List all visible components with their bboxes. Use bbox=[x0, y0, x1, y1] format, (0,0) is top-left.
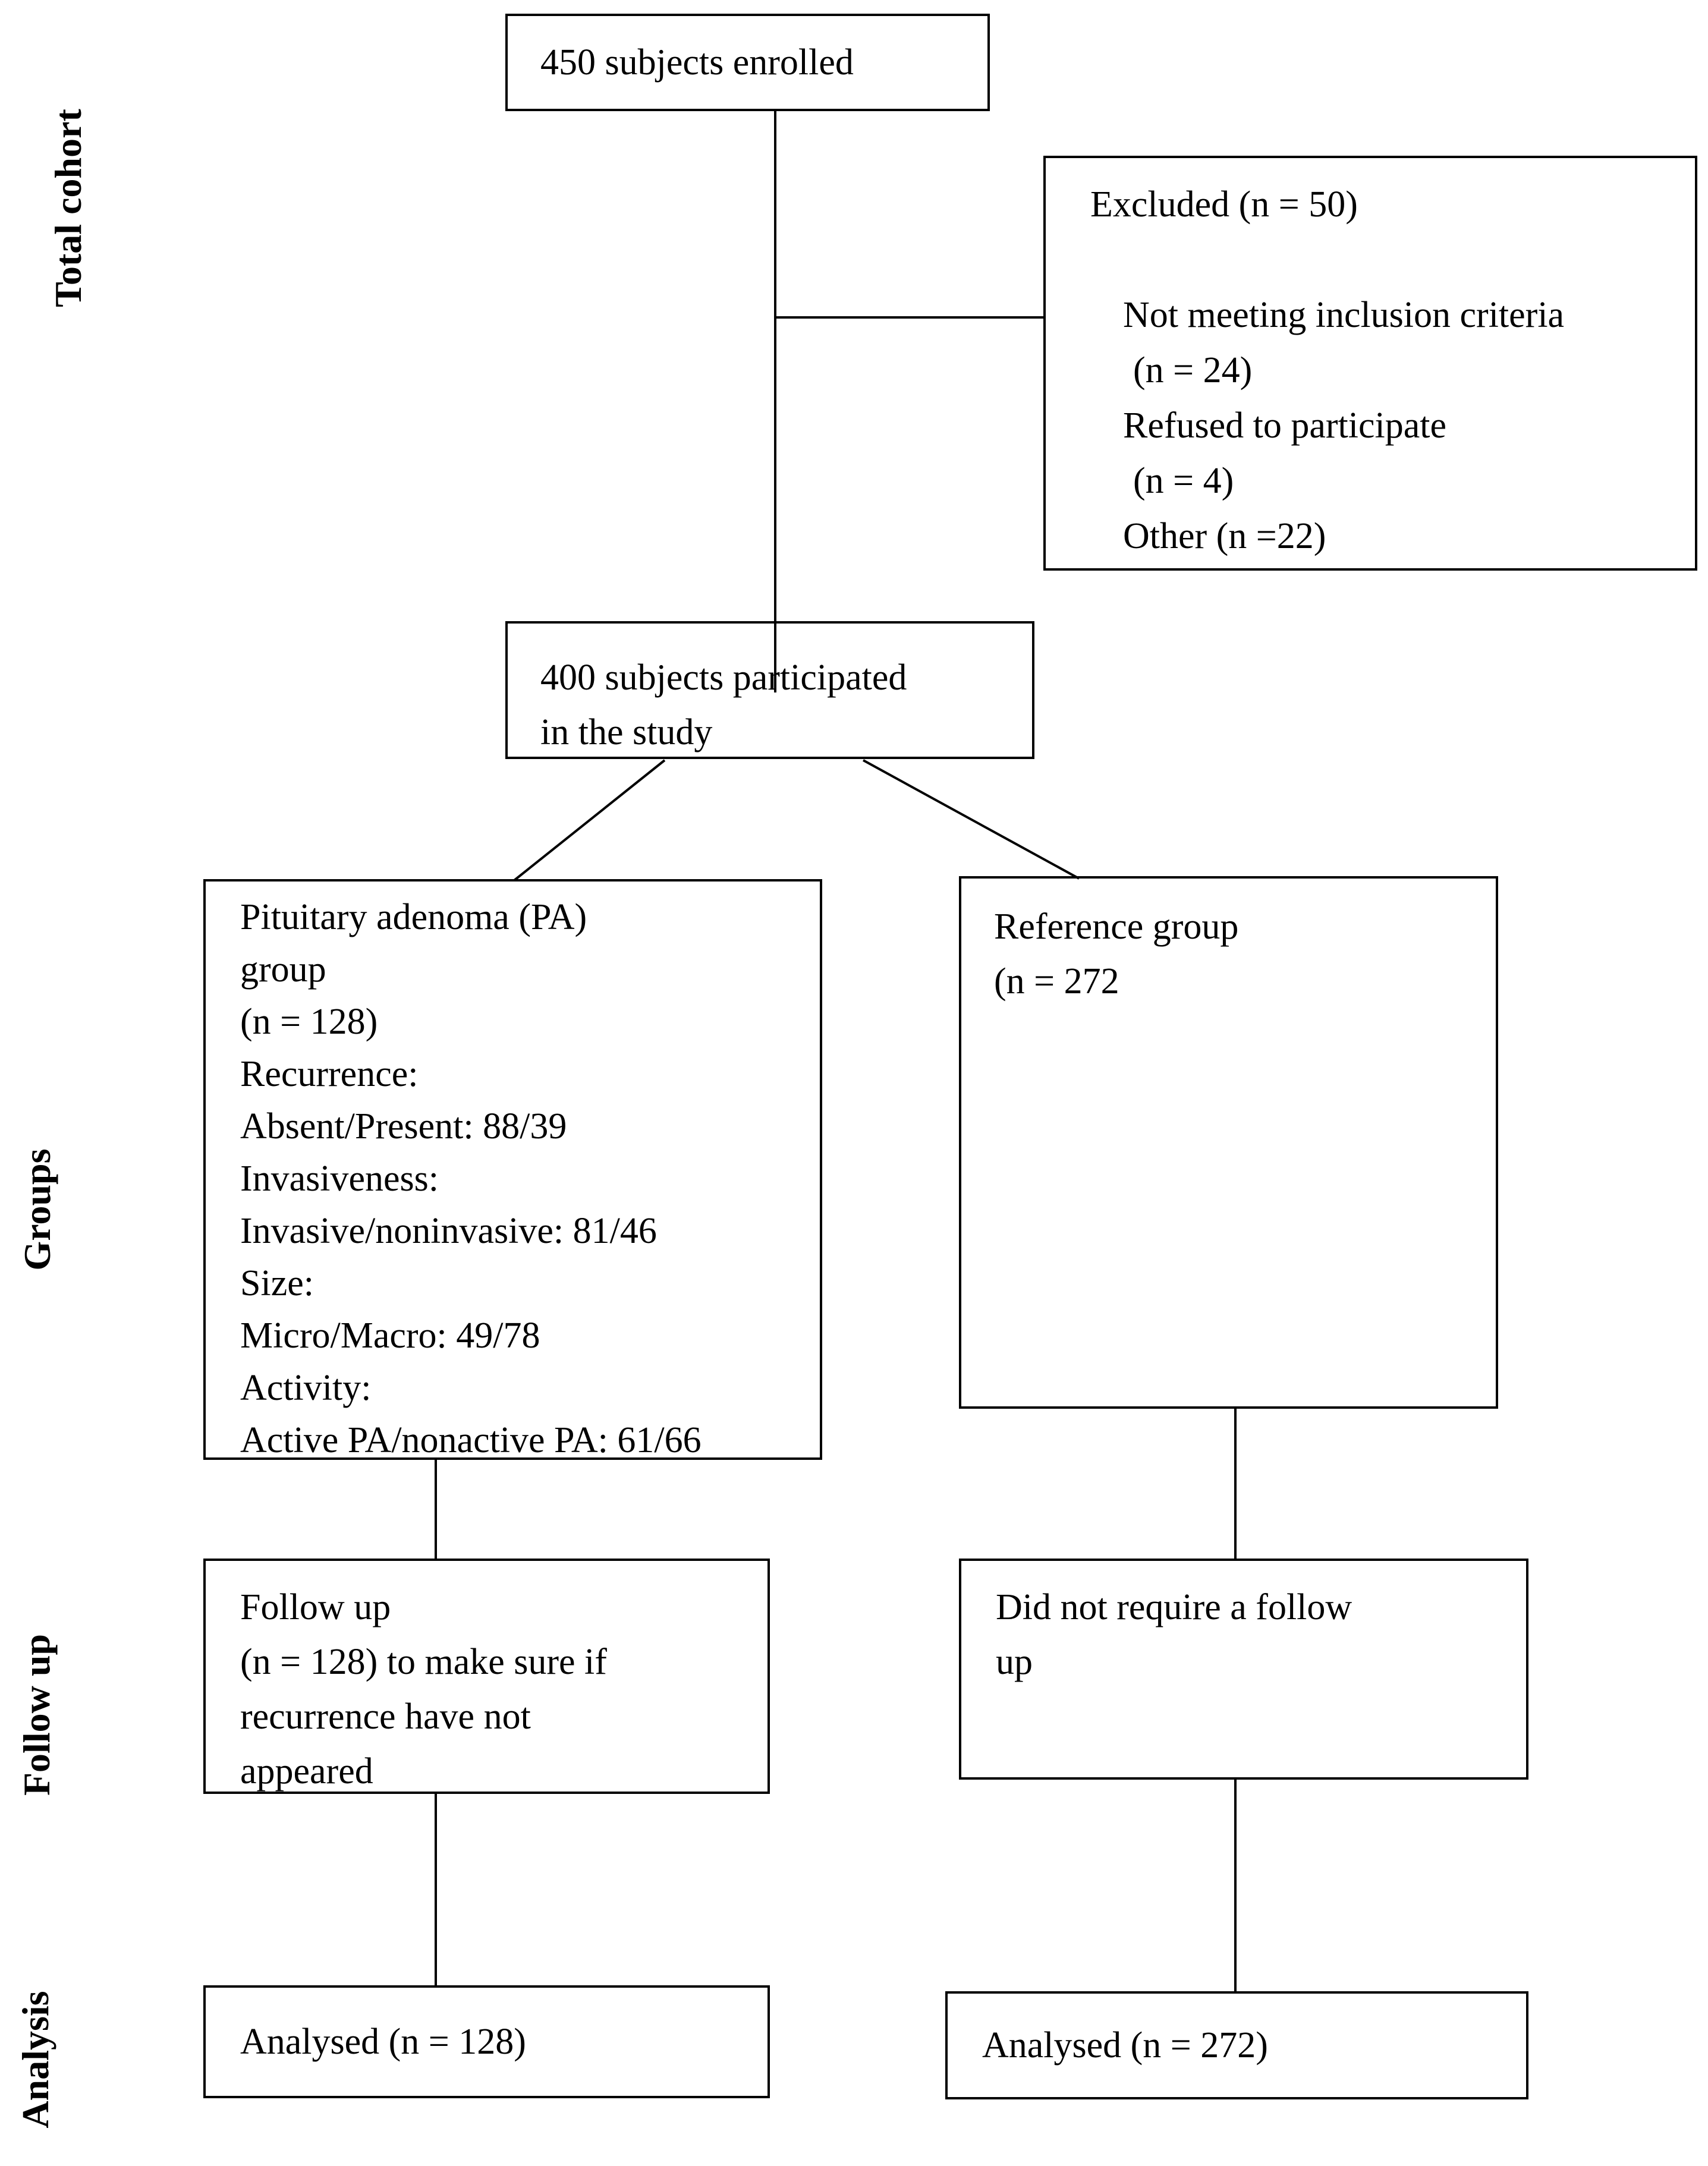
box-text-line: recurrence have not bbox=[240, 1696, 531, 1737]
box-text-line: (n = 128) to make sure if bbox=[240, 1642, 607, 1682]
box-text-line: appeared bbox=[240, 1751, 373, 1792]
box-text-line: Micro/Macro: 49/78 bbox=[240, 1315, 540, 1356]
box-pituitary-adenoma-group: Pituitary adenoma (PA) group (n = 128) R… bbox=[203, 879, 822, 1460]
box-analysed-pa-group: Analysed (n = 128) bbox=[203, 1985, 770, 2098]
box-text-line: (n = 272 bbox=[994, 961, 1119, 1002]
box-text-line: Pituitary adenoma (PA) bbox=[240, 897, 587, 937]
box-text-line: in the study bbox=[540, 712, 713, 753]
box-text-line: Size: bbox=[240, 1263, 314, 1304]
box-text-line: Refused to participate bbox=[1123, 405, 1447, 446]
box-text-line: Reference group bbox=[994, 906, 1239, 947]
box-text-line: Invasive/noninvasive: 81/46 bbox=[240, 1211, 657, 1251]
stage-label-total-cohort: Total cohort bbox=[47, 109, 89, 307]
box-text-line: 400 subjects participated bbox=[540, 657, 907, 698]
box-text-line: Did not require a follow bbox=[996, 1587, 1352, 1627]
box-text-line: Recurrence: bbox=[240, 1054, 419, 1094]
box-text-line: 450 subjects enrolled bbox=[540, 42, 854, 83]
box-text-line bbox=[1090, 232, 1681, 288]
box-text-line: Active PA/nonactive PA: 61/66 bbox=[240, 1420, 702, 1460]
box-subjects-enrolled: 450 subjects enrolled bbox=[505, 14, 990, 111]
box-text-line: Excluded (n = 50) bbox=[1090, 184, 1358, 225]
box-text-line: Analysed (n = 128) bbox=[240, 2021, 526, 2062]
box-followup-reference-group: Did not require a follow up bbox=[959, 1559, 1528, 1780]
box-text-line: Absent/Present: 88/39 bbox=[240, 1106, 567, 1147]
box-text-line: Other (n =22) bbox=[1123, 516, 1326, 556]
stage-label-groups: Groups bbox=[16, 1148, 58, 1271]
box-text-line: Activity: bbox=[240, 1368, 372, 1408]
box-followup-pa-group: Follow up (n = 128) to make sure if recu… bbox=[203, 1559, 770, 1794]
box-text-line: group bbox=[240, 949, 326, 990]
box-text-line: (n = 128) bbox=[240, 1002, 378, 1042]
box-reference-group: Reference group (n = 272 bbox=[959, 876, 1498, 1409]
box-text-line: (n = 4) bbox=[1133, 461, 1234, 501]
stage-label-analysis: Analysis bbox=[14, 1991, 56, 2129]
box-subjects-participated: 400 subjects participated in the study bbox=[505, 621, 1034, 759]
box-text-line: (n = 24) bbox=[1133, 350, 1253, 391]
box-text-line: Analysed (n = 272) bbox=[982, 2025, 1268, 2066]
connector-participated-to-pa-group bbox=[513, 759, 666, 881]
box-text-line: Invasiveness: bbox=[240, 1158, 439, 1199]
connector-participated-to-reference bbox=[863, 759, 1080, 880]
box-text-line: Not meeting inclusion criteria bbox=[1123, 295, 1565, 335]
box-text-line: up bbox=[996, 1642, 1033, 1682]
stage-label-follow-up: Follow up bbox=[15, 1633, 58, 1796]
box-analysed-reference-group: Analysed (n = 272) bbox=[945, 1991, 1528, 2099]
box-text-line: Follow up bbox=[240, 1587, 391, 1627]
box-excluded: Excluded (n = 50) Not meeting inclusion … bbox=[1043, 156, 1697, 571]
